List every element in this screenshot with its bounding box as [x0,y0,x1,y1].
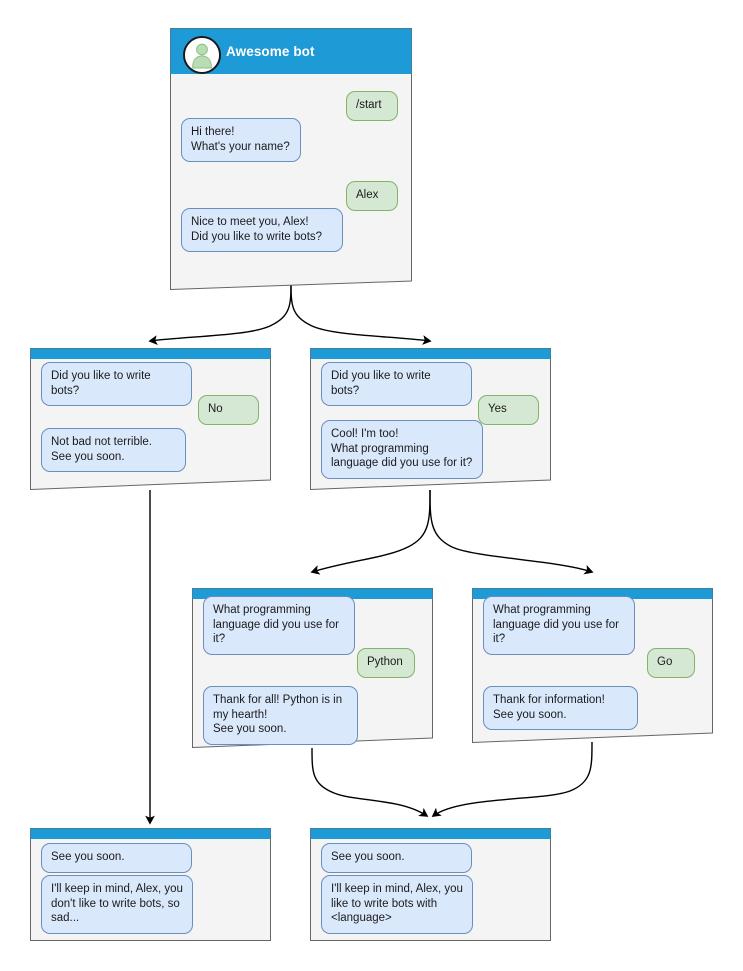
message-bubble-bot[interactable]: What programming language did you use fo… [483,596,635,655]
card-answer-yes[interactable]: Did you like to write bots? Yes Cool! I'… [310,348,551,490]
message-bubble-bot[interactable]: Not bad not terrible. See you soon. [41,428,186,473]
message-bubble-bot[interactable]: Nice to meet you, Alex! Did you like to … [181,208,343,253]
message-bubble-user[interactable]: Yes [478,395,539,425]
message-bubble-user[interactable]: No [198,395,259,425]
card-end-likes-bots[interactable]: See you soon. I'll keep in mind, Alex, y… [310,828,551,941]
message-bubble-bot[interactable]: Thank for information! See you soon. [483,686,638,731]
edge-start-to-yes [290,280,432,345]
edge-start-to-no [148,280,292,345]
message-bubble-user[interactable]: Alex [346,181,398,211]
user-avatar-icon [183,36,221,74]
message-bubble-bot[interactable]: What programming language did you use fo… [203,596,355,655]
message-list: Did you like to write bots? No Not bad n… [30,358,271,490]
edge-yes-to-python [310,489,431,575]
message-bubble-bot[interactable]: Thank for all! Python is in my hearth! S… [203,686,358,745]
card-title: Awesome bot [226,43,315,59]
card-end-no-bots[interactable]: See you soon. I'll keep in mind, Alex, y… [30,828,271,941]
message-bubble-bot[interactable]: I'll keep in mind, Alex, you don't like … [41,875,193,934]
message-list: /start Hi there! What's your name? Alex … [170,74,412,290]
card-answer-no[interactable]: Did you like to write bots? No Not bad n… [30,348,271,490]
message-bubble-user[interactable]: /start [346,91,398,121]
message-bubble-bot[interactable]: See you soon. [41,843,192,873]
message-bubble-user[interactable]: Python [357,648,415,678]
message-bubble-bot[interactable]: I'll keep in mind, Alex, you like to wri… [321,875,473,934]
message-list: See you soon. I'll keep in mind, Alex, y… [30,838,271,941]
card-answer-python[interactable]: What programming language did you use fo… [192,588,433,748]
message-bubble-bot[interactable]: Did you like to write bots? [41,362,192,407]
message-list: Did you like to write bots? Yes Cool! I'… [310,358,551,490]
edge-python-to-end-yes [311,747,429,817]
message-bubble-bot[interactable]: See you soon. [321,843,472,873]
message-bubble-bot[interactable]: Did you like to write bots? [321,362,472,407]
edge-yes-to-go [429,489,594,575]
edge-go-to-end-yes [431,741,593,817]
message-list: See you soon. I'll keep in mind, Alex, y… [310,838,551,941]
message-bubble-bot[interactable]: Hi there! What's your name? [181,118,301,163]
message-list: What programming language did you use fo… [192,596,433,748]
message-bubble-bot[interactable]: Cool! I'm too! What programming language… [321,420,483,479]
message-list: What programming language did you use fo… [472,596,713,743]
card-awesome-bot[interactable]: Awesome bot /start Hi there! What's your… [170,28,412,290]
message-bubble-user[interactable]: Go [647,648,695,678]
card-answer-go[interactable]: What programming language did you use fo… [472,588,713,743]
